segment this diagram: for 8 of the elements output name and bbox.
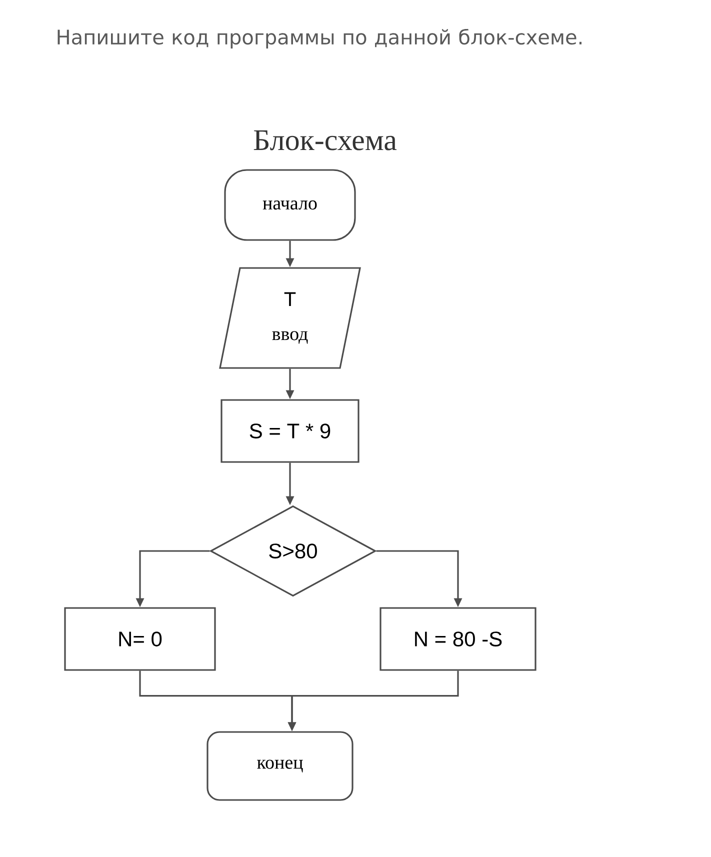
- process-box: N= 0: [64, 607, 216, 671]
- start-terminator: начало: [224, 169, 356, 241]
- end-terminator: конец: [206, 731, 354, 801]
- process-box: S = T * 9: [220, 399, 360, 463]
- input-parallelogram: T ввод: [219, 267, 361, 369]
- diagram-title: Блок-схема: [254, 130, 397, 150]
- question-text: Напишите код программы по данной блок-схеме.: [58, 28, 582, 48]
- process-box: N = 80 -S: [380, 607, 536, 671]
